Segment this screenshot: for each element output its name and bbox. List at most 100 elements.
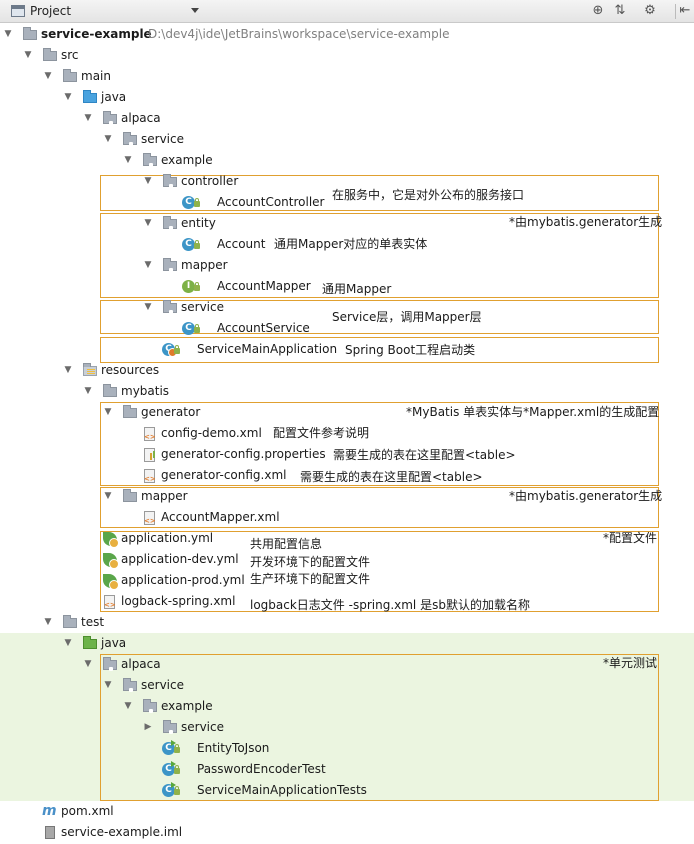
expand-arrow-icon[interactable]: ▼ bbox=[124, 155, 132, 165]
main-java-label: java bbox=[101, 90, 127, 104]
expand-arrow-icon[interactable]: ▼ bbox=[104, 407, 112, 417]
expand-arrow-icon[interactable]: ▼ bbox=[144, 302, 152, 312]
spring-yml-icon bbox=[102, 531, 119, 548]
main-label: main bbox=[81, 69, 111, 83]
resources-label: resources bbox=[101, 363, 160, 377]
project-tool-window-header: Project ⊕ ⇅ ⚙ ⇤ bbox=[0, 0, 694, 23]
xml-file-icon bbox=[142, 468, 158, 484]
hide-panel-icon[interactable]: ⇤ bbox=[679, 3, 691, 18]
class-icon: C bbox=[182, 237, 200, 253]
folder-icon bbox=[42, 48, 58, 64]
expand-arrow-icon[interactable]: ▼ bbox=[84, 659, 92, 669]
annotation-box-config bbox=[100, 531, 659, 612]
gen-props-label: generator-config.properties bbox=[161, 447, 326, 461]
annotation-box-unit-test bbox=[100, 654, 659, 801]
resources-folder-icon bbox=[82, 363, 98, 379]
note-gen-props: 需要生成的表在这里配置<table> bbox=[333, 448, 516, 462]
generator-label: generator bbox=[141, 405, 201, 419]
test-class-icon: C bbox=[162, 782, 180, 799]
note-entity: 通用Mapper对应的单表实体 bbox=[274, 237, 428, 251]
pom-label: pom.xml bbox=[61, 804, 114, 818]
note-controller: 在服务中，它是对外公布的服务接口 bbox=[332, 188, 525, 202]
project-view-title[interactable]: Project bbox=[30, 4, 72, 18]
root-label: service-example bbox=[41, 27, 152, 41]
note-boot: Spring Boot工程启动类 bbox=[345, 343, 476, 357]
class-icon: C bbox=[182, 195, 200, 211]
maven-icon: m bbox=[42, 803, 57, 819]
note-app-yml: 共用配置信息 bbox=[250, 537, 323, 551]
expand-arrow-icon[interactable]: ▼ bbox=[44, 71, 52, 81]
account-service-label: AccountService bbox=[217, 321, 310, 335]
entity-label: entity bbox=[181, 216, 216, 230]
note-gen-xml: 需要生成的表在这里配置<table> bbox=[300, 470, 483, 484]
expand-arrow-icon[interactable]: ▼ bbox=[144, 176, 152, 186]
note-generator: *MyBatis 单表实体与*Mapper.xml的生成配置 bbox=[406, 405, 660, 419]
test-service-pkg-label: service bbox=[181, 720, 224, 734]
app-yml-label: application.yml bbox=[121, 531, 214, 545]
scroll-from-source-icon[interactable]: ⊕ bbox=[592, 3, 604, 18]
expand-arrow-icon[interactable]: ▼ bbox=[84, 113, 92, 123]
folder-icon bbox=[102, 384, 118, 400]
src-label: src bbox=[61, 48, 79, 62]
note-service: Service层，调用Mapper层 bbox=[332, 310, 482, 324]
expand-arrow-icon[interactable]: ▼ bbox=[24, 50, 32, 60]
collapsed-arrow-icon[interactable]: ▶ bbox=[144, 722, 152, 732]
toolbar-divider bbox=[675, 4, 676, 19]
annotation-box-res-mapper bbox=[100, 487, 659, 528]
note-mybatis-generated: *由mybatis.generator生成 bbox=[509, 215, 663, 229]
properties-file-icon bbox=[142, 447, 158, 463]
project-icon bbox=[11, 5, 25, 17]
expand-arrow-icon[interactable]: ▼ bbox=[104, 491, 112, 501]
spring-boot-class-icon: C bbox=[162, 342, 180, 358]
note-logback: logback日志文件 -spring.xml 是sb默认的加载名称 bbox=[250, 598, 530, 612]
xml-file-icon bbox=[102, 594, 118, 610]
service-main-app-label: ServiceMainApplication bbox=[197, 342, 338, 356]
note-app-prod: 生产环境下的配置文件 bbox=[250, 572, 371, 586]
xml-file-icon bbox=[142, 510, 158, 526]
expand-arrow-icon[interactable]: ▼ bbox=[144, 218, 152, 228]
alpaca-label: alpaca bbox=[121, 111, 161, 125]
package-icon bbox=[142, 153, 158, 169]
expand-arrow-icon[interactable]: ▼ bbox=[144, 260, 152, 270]
controller-label: controller bbox=[181, 174, 239, 188]
logback-label: logback-spring.xml bbox=[121, 594, 236, 608]
expand-arrow-icon[interactable]: ▼ bbox=[104, 134, 112, 144]
test-label: test bbox=[81, 615, 105, 629]
expand-arrow-icon[interactable]: ▼ bbox=[44, 617, 52, 627]
spring-yml-icon bbox=[102, 552, 119, 569]
test-service-label: service bbox=[141, 678, 184, 692]
service-main-tests-label: ServiceMainApplicationTests bbox=[197, 783, 367, 797]
expand-arrow-icon[interactable]: ▼ bbox=[124, 701, 132, 711]
test-class-icon: C bbox=[162, 740, 180, 757]
config-demo-label: config-demo.xml bbox=[161, 426, 262, 440]
folder-icon bbox=[62, 615, 78, 631]
annotation-box-service bbox=[100, 300, 659, 334]
expand-arrow-icon[interactable]: ▼ bbox=[84, 386, 92, 396]
account-controller-label: AccountController bbox=[217, 195, 325, 209]
gear-icon[interactable]: ⚙ bbox=[644, 3, 656, 18]
app-dev-yml-label: application-dev.yml bbox=[121, 552, 239, 566]
package-icon bbox=[122, 132, 138, 148]
account-label: Account bbox=[217, 237, 266, 251]
package-icon bbox=[142, 699, 158, 715]
example-label: example bbox=[161, 153, 213, 167]
annotation-box-controller bbox=[100, 175, 659, 211]
spring-yml-icon bbox=[102, 573, 119, 590]
test-source-folder-icon bbox=[82, 636, 98, 652]
root-path: D:\dev4j\ide\JetBrains\workspace\service… bbox=[148, 27, 450, 41]
expand-arrow-icon[interactable]: ▼ bbox=[64, 638, 72, 648]
service-pkg-label: service bbox=[181, 300, 224, 314]
class-icon: C bbox=[182, 321, 200, 337]
collapse-all-icon[interactable]: ⇅ bbox=[614, 3, 626, 18]
source-folder-icon bbox=[82, 90, 98, 106]
expand-arrow-icon[interactable]: ▼ bbox=[64, 365, 72, 375]
view-dropdown-chevron-icon[interactable] bbox=[191, 8, 199, 13]
module-file-icon bbox=[42, 825, 58, 841]
password-encoder-test-label: PasswordEncoderTest bbox=[197, 762, 326, 776]
folder-icon bbox=[122, 489, 138, 505]
expand-arrow-icon[interactable]: ▼ bbox=[64, 92, 72, 102]
annotation-box-entity-mapper bbox=[100, 213, 659, 298]
folder-icon bbox=[122, 405, 138, 421]
expand-arrow-icon[interactable]: ▼ bbox=[4, 29, 12, 39]
expand-arrow-icon[interactable]: ▼ bbox=[104, 680, 112, 690]
